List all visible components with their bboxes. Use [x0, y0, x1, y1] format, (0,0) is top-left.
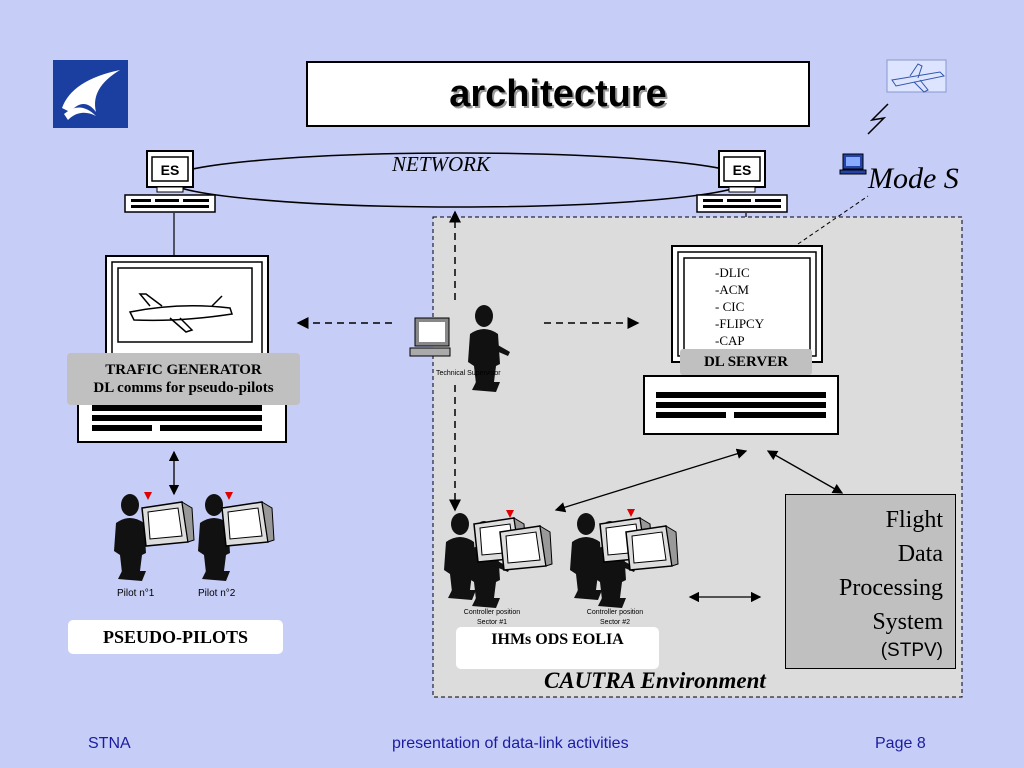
- dl-item: -ACM: [715, 282, 749, 297]
- trafic-generator-line1: TRAFIC GENERATOR: [105, 362, 262, 378]
- es-terminal-right: [696, 150, 788, 213]
- dl-item: -FLIPCY: [715, 316, 765, 331]
- dl-server-list: -DLIC -ACM - CIC -FLIPCY -CAP: [715, 264, 764, 349]
- fdps-line: System: [872, 609, 943, 635]
- title-box: architecture: [306, 61, 810, 127]
- es-label-left: ES: [160, 162, 180, 178]
- controller-2-line2: Sector #2: [600, 619, 630, 626]
- mode-s-label: Mode S: [868, 162, 959, 195]
- trafic-generator-workstation: [77, 255, 287, 443]
- airplane-screen-icon: [128, 293, 233, 333]
- pilot-label-2: Pilot n°2: [198, 588, 236, 599]
- controller-2-line1: Controller position: [586, 609, 644, 616]
- controller-icon: [570, 509, 679, 608]
- dl-item: -CAP: [715, 333, 745, 348]
- controller-label-2: Controller position Sector #2: [575, 608, 655, 628]
- fdps-line: Data: [897, 541, 943, 567]
- controller-icon: [444, 510, 553, 608]
- pilot-label-1: Pilot n°1: [117, 588, 155, 599]
- fdps-line: Processing: [839, 575, 943, 601]
- pseudo-pilots-label: PSEUDO-PILOTS: [68, 620, 283, 654]
- pilot-icon: [114, 492, 195, 581]
- fdps-line: Flight: [885, 507, 943, 533]
- footer-left: STNA: [88, 735, 131, 752]
- footer-center: presentation of data-link activities: [392, 735, 629, 752]
- airplane-icon: [886, 59, 947, 93]
- laptop-icon: [839, 153, 867, 175]
- ihms-label: IHMs ODS EOLIA: [456, 627, 659, 669]
- fdps-stpv: (STPV): [880, 640, 943, 661]
- trafic-generator-line2: DL comms for pseudo-pilots: [93, 380, 274, 396]
- supervisor-icon: [409, 305, 510, 392]
- es-terminal-left: [124, 150, 216, 213]
- technical-supervisor-label: Technical Supervisor: [436, 370, 501, 377]
- es-label-right: ES: [732, 162, 752, 178]
- dl-server-label: DL SERVER: [680, 349, 812, 375]
- network-label: NETWORK: [392, 152, 491, 176]
- controller-label-1: Controller position Sector #1: [452, 608, 532, 628]
- controller-1-line2: Sector #1: [477, 619, 507, 626]
- bird-logo-icon: [53, 60, 128, 128]
- lightning-icon: [867, 103, 889, 135]
- footer-right: Page 8: [875, 735, 926, 752]
- cautra-label: CAUTRA Environment: [544, 668, 766, 693]
- page-title: architecture: [449, 72, 667, 115]
- controller-1-line1: Controller position: [463, 609, 521, 616]
- fdps-box: Flight Data Processing System (STPV): [785, 494, 956, 669]
- dl-item: -DLIC: [715, 265, 750, 280]
- dl-item: - CIC: [715, 299, 745, 314]
- trafic-generator-label: TRAFIC GENERATOR DL comms for pseudo-pil…: [67, 353, 300, 405]
- pilot-icon: [198, 492, 275, 581]
